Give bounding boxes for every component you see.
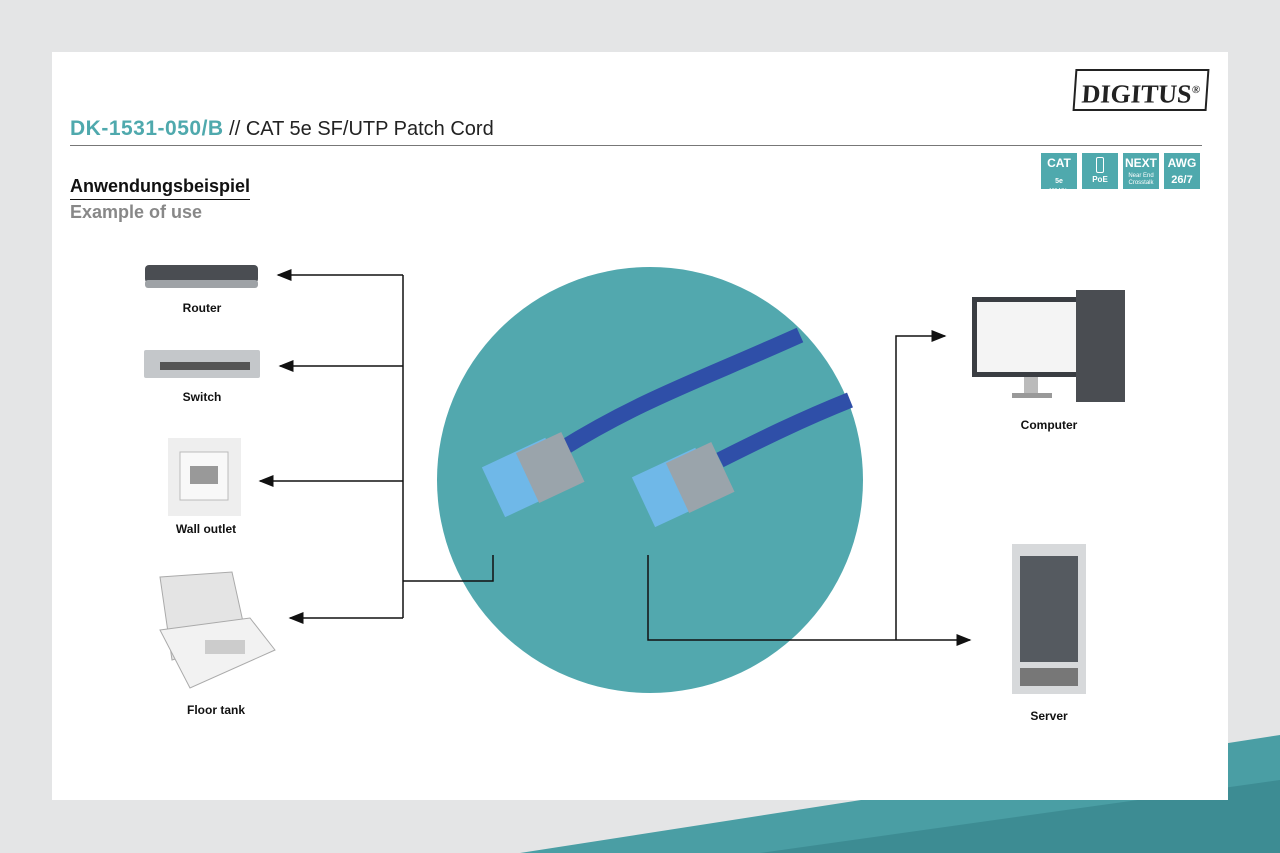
switch-icon	[144, 350, 260, 378]
wall-outlet-icon	[168, 438, 241, 516]
title-rule	[70, 145, 1202, 146]
wall-outlet-label: Wall outlet	[175, 522, 237, 536]
section-title-de: Anwendungsbeispiel	[70, 176, 251, 200]
patch-cable-image	[481, 327, 853, 528]
plug-icon	[1096, 157, 1104, 173]
floor-tank-icon	[159, 571, 276, 689]
product-code: DK-1531-050/B	[70, 117, 224, 140]
router-icon	[145, 265, 258, 288]
computer-label: Computer	[1020, 418, 1078, 432]
computer-icon	[972, 290, 1125, 402]
section-title-en: Example of use	[70, 202, 203, 222]
product-name: CAT 5e SF/UTP Patch Cord	[245, 118, 494, 140]
connector-lines-right	[647, 330, 972, 646]
server-icon	[1012, 544, 1086, 694]
page-title: DK-1531-050/B // CAT 5e SF/UTP Patch Cor…	[70, 117, 494, 141]
separator: //	[229, 118, 241, 140]
connector-lines-left	[258, 269, 494, 624]
router-label: Router	[182, 301, 222, 315]
server-label: Server	[1030, 709, 1068, 723]
floor-tank-label: Floor tank	[186, 703, 246, 717]
poe-badge: PoE	[1082, 153, 1118, 189]
switch-label: Switch	[182, 390, 222, 404]
